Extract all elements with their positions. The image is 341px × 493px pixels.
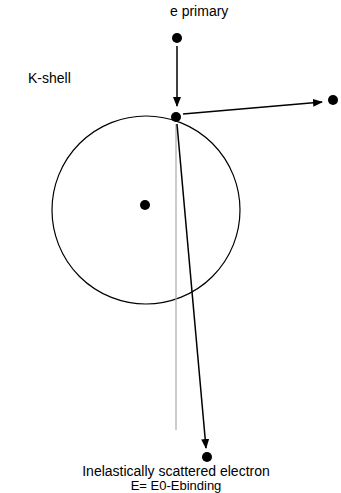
scattered-arrow <box>177 124 206 448</box>
reference-line <box>175 124 176 430</box>
nucleus-dot <box>140 200 150 210</box>
primary-electron-label: e primary <box>170 3 228 19</box>
ejected-electron <box>328 95 338 105</box>
k-shell-circle <box>52 116 240 304</box>
shell-label: K-shell <box>28 70 71 86</box>
scattered-electron <box>202 452 212 462</box>
primary-electron <box>172 33 182 43</box>
energy-formula: E= E0-Ebinding <box>131 479 222 492</box>
incident-arrow <box>176 46 178 106</box>
ejected-arrow <box>183 102 322 114</box>
shell-electron <box>171 112 181 122</box>
scattered-electron-label: Inelastically scattered electron <box>82 464 270 479</box>
